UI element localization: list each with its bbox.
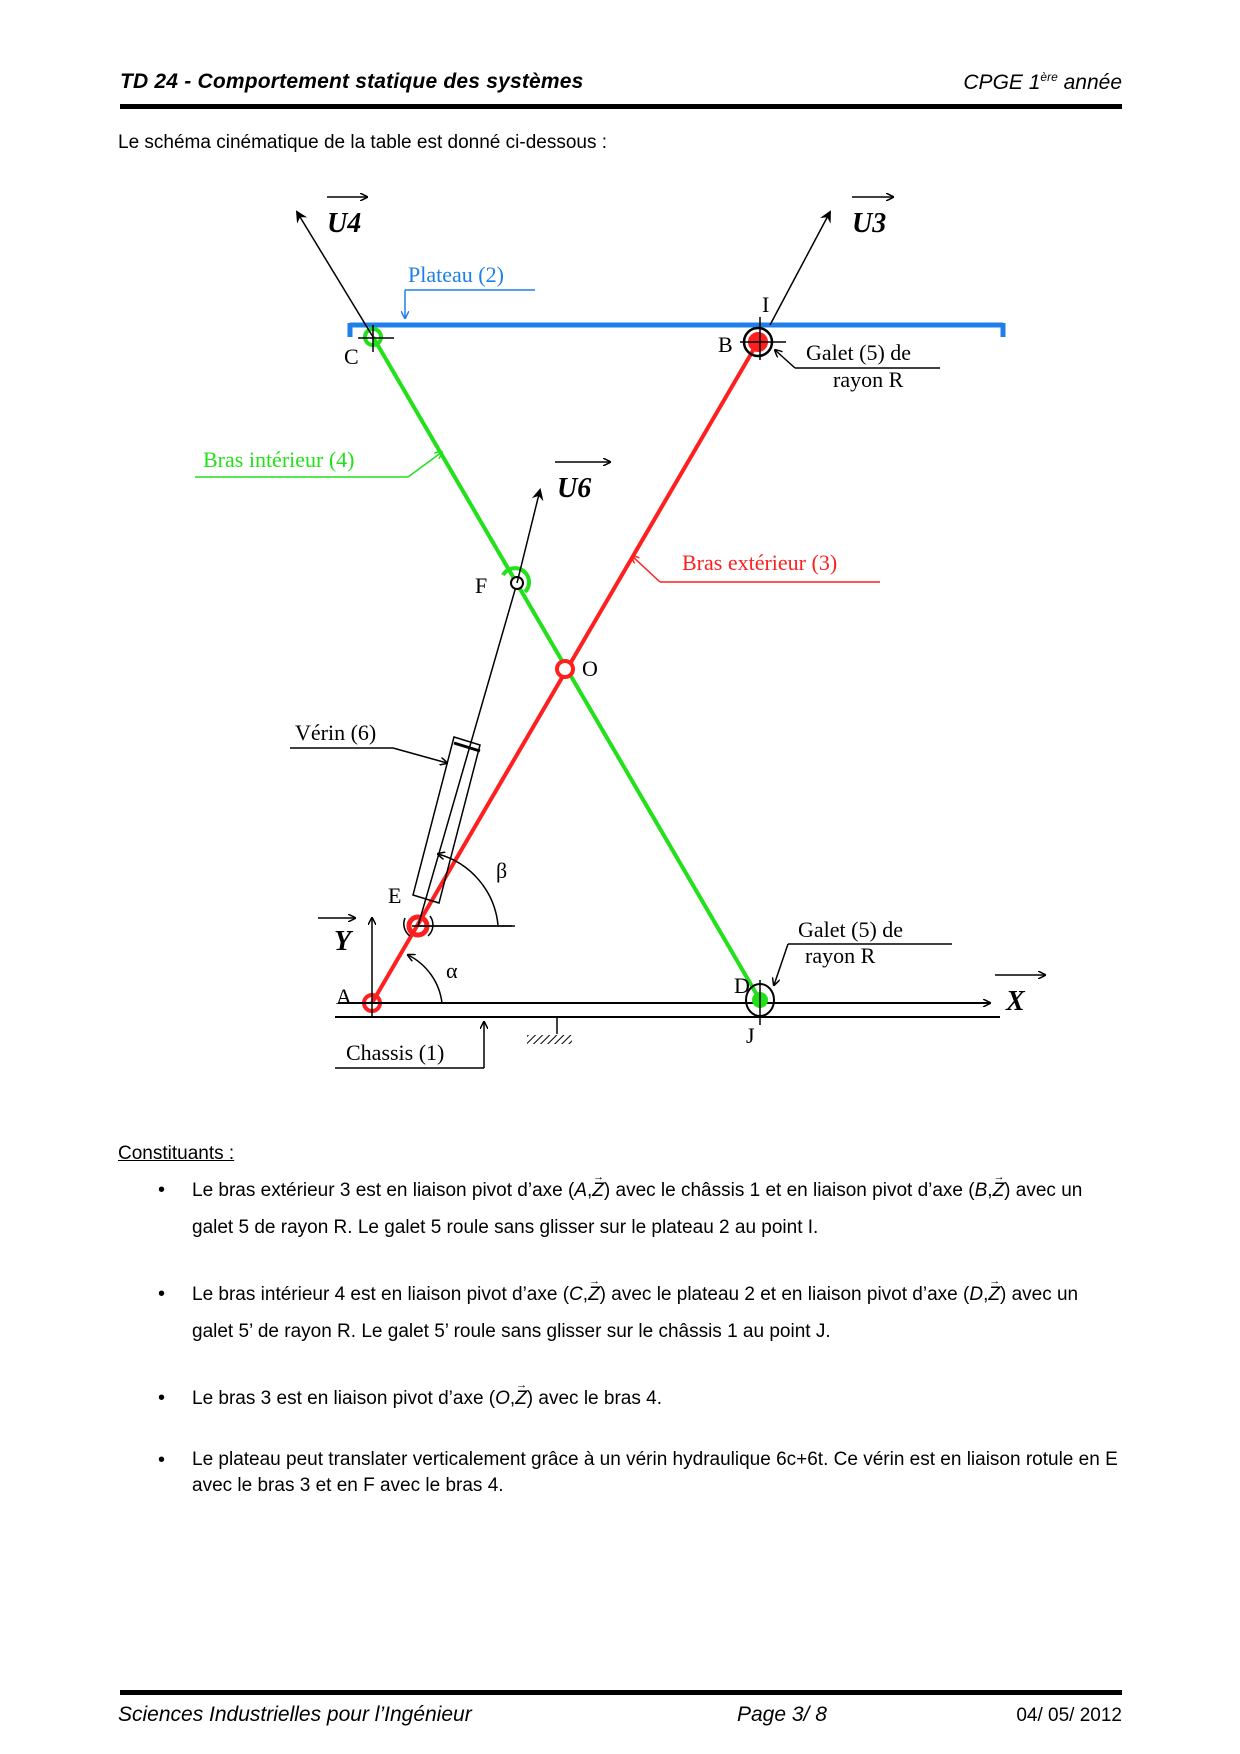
bras-exterieur-label: Bras extérieur (3) [632,550,880,583]
point-letter: A [574,1180,588,1201]
point-j-label: J [746,1023,755,1048]
point-d-label: D [734,973,750,998]
galet-top-label: Galet (5) de rayon R [775,340,940,392]
footer-subject: Sciences Industrielles pour l’Ingénieur [118,1703,472,1726]
item-text: ) avec le bras 4. [526,1388,662,1409]
z-vector: Z [988,1263,1000,1313]
item-text: Le bras extérieur 3 est en liaison pivot… [192,1180,575,1201]
item-text: ) avec le châssis 1 et en liaison pivot … [603,1180,975,1201]
chassis [335,1016,1000,1044]
plateau [347,322,1006,337]
intro-text: Le schéma cinématique de la table est do… [118,132,608,153]
item-text: Le bras 3 est en liaison pivot d’axe ( [192,1388,496,1409]
page-header: TD 24 - Comportement statique des systèm… [120,70,1122,100]
pivot-o: O [555,656,598,681]
svg-text:Galet (5) de: Galet (5) de [806,340,911,365]
svg-text:Galet (5) de: Galet (5) de [798,917,903,942]
bras-interieur-label: Bras intérieur (4) [195,447,442,478]
point-letter: C [569,1284,583,1305]
svg-text:Plateau (2): Plateau (2) [408,262,504,287]
list-item: Le bras 3 est en liaison pivot d’axe (O,… [150,1367,1122,1417]
galet-bottom-label: Galet (5) de rayon R [774,917,952,985]
plateau-label: Plateau (2) [405,262,535,318]
z-vector: Z [592,1159,604,1209]
vector-u6: U6 [516,462,610,584]
beta-angle: β [418,854,512,927]
list-item: Le plateau peut translater verticalement… [150,1447,1122,1499]
svg-text:Vérin (6): Vérin (6) [295,720,376,745]
axis-notation: B,Z [974,1159,1005,1201]
point-e-label: E [388,883,401,908]
item-text: Le bras intérieur 4 est en liaison pivot… [192,1284,570,1305]
point-letter: B [974,1180,988,1201]
z-vector: Z [993,1159,1005,1209]
vector-u3: U3 [769,197,893,326]
svg-text:Y: Y [334,926,354,957]
svg-text:U3: U3 [852,208,886,239]
footer-date: 04/ 05/ 2012 [1016,1705,1122,1726]
list-item: Le bras intérieur 4 est en liaison pivot… [150,1263,1122,1350]
constituants-title: Constituants : [118,1143,235,1164]
item-text: ) avec un galet 5 de rayon R. Le galet 5… [192,1180,1083,1238]
svg-text:O: O [582,656,598,681]
x-axis: X [338,975,1045,1017]
axis-notation: O,Z [495,1367,527,1409]
galet-top [740,317,786,360]
y-axis: Y [318,918,372,1017]
item-text: ) avec un galet 5’ de rayon R. Le galet … [192,1284,1079,1342]
point-i-label: I [762,292,769,317]
footer-rule [120,1690,1122,1695]
list-item: Le bras extérieur 3 est en liaison pivot… [150,1159,1122,1246]
kinematic-diagram: Plateau (2) Bras intérieur (4) Bras exté… [195,0,1240,1069]
constituants-list: Le bras extérieur 3 est en liaison pivot… [150,1159,1122,1529]
point-c-label: C [344,344,359,369]
page-number: Page 3/ 8 [737,1703,827,1726]
svg-text:U6: U6 [557,473,591,504]
pivot-c [358,325,394,352]
document-title: TD 24 - Comportement statique des systèm… [120,70,584,93]
axis-notation: D,Z [969,1263,1000,1305]
alpha-angle: α [408,955,458,1004]
chassis-label: Chassis (1) [335,1022,484,1069]
svg-text:rayon R: rayon R [833,367,904,392]
svg-text:U4: U4 [327,208,361,239]
point-a-label: A [336,984,352,1009]
z-vector: Z [515,1367,527,1417]
class-prefix: CPGE 1 [963,71,1041,94]
point-b-label: B [718,332,733,357]
point-letter: D [969,1284,984,1305]
point-f-label: F [475,573,487,598]
class-suffix: année [1057,71,1122,94]
point-letter: O [495,1388,510,1409]
galet-bottom [745,980,775,1025]
svg-text:α: α [446,958,458,983]
z-vector: Z [588,1263,600,1313]
vector-u4: U4 [295,197,374,338]
svg-text:Bras extérieur (3): Bras extérieur (3) [682,550,837,575]
header-rule [120,104,1122,109]
svg-text:Chassis (1): Chassis (1) [346,1040,444,1065]
svg-text:Bras intérieur (4): Bras intérieur (4) [203,447,355,472]
item-text: Le plateau peut translater verticalement… [192,1449,1118,1496]
svg-text:β: β [496,858,507,883]
axis-notation: C,Z [569,1263,600,1305]
axis-notation: A,Z [574,1159,604,1201]
item-text: ) avec le plateau 2 et en liaison pivot … [599,1284,970,1305]
class-level: CPGE 1ère année [963,70,1122,95]
svg-text:X: X [1005,986,1026,1017]
class-sup: ère [1040,70,1058,84]
verin-label: Vérin (6) [290,720,447,763]
svg-text:rayon R: rayon R [805,943,876,968]
